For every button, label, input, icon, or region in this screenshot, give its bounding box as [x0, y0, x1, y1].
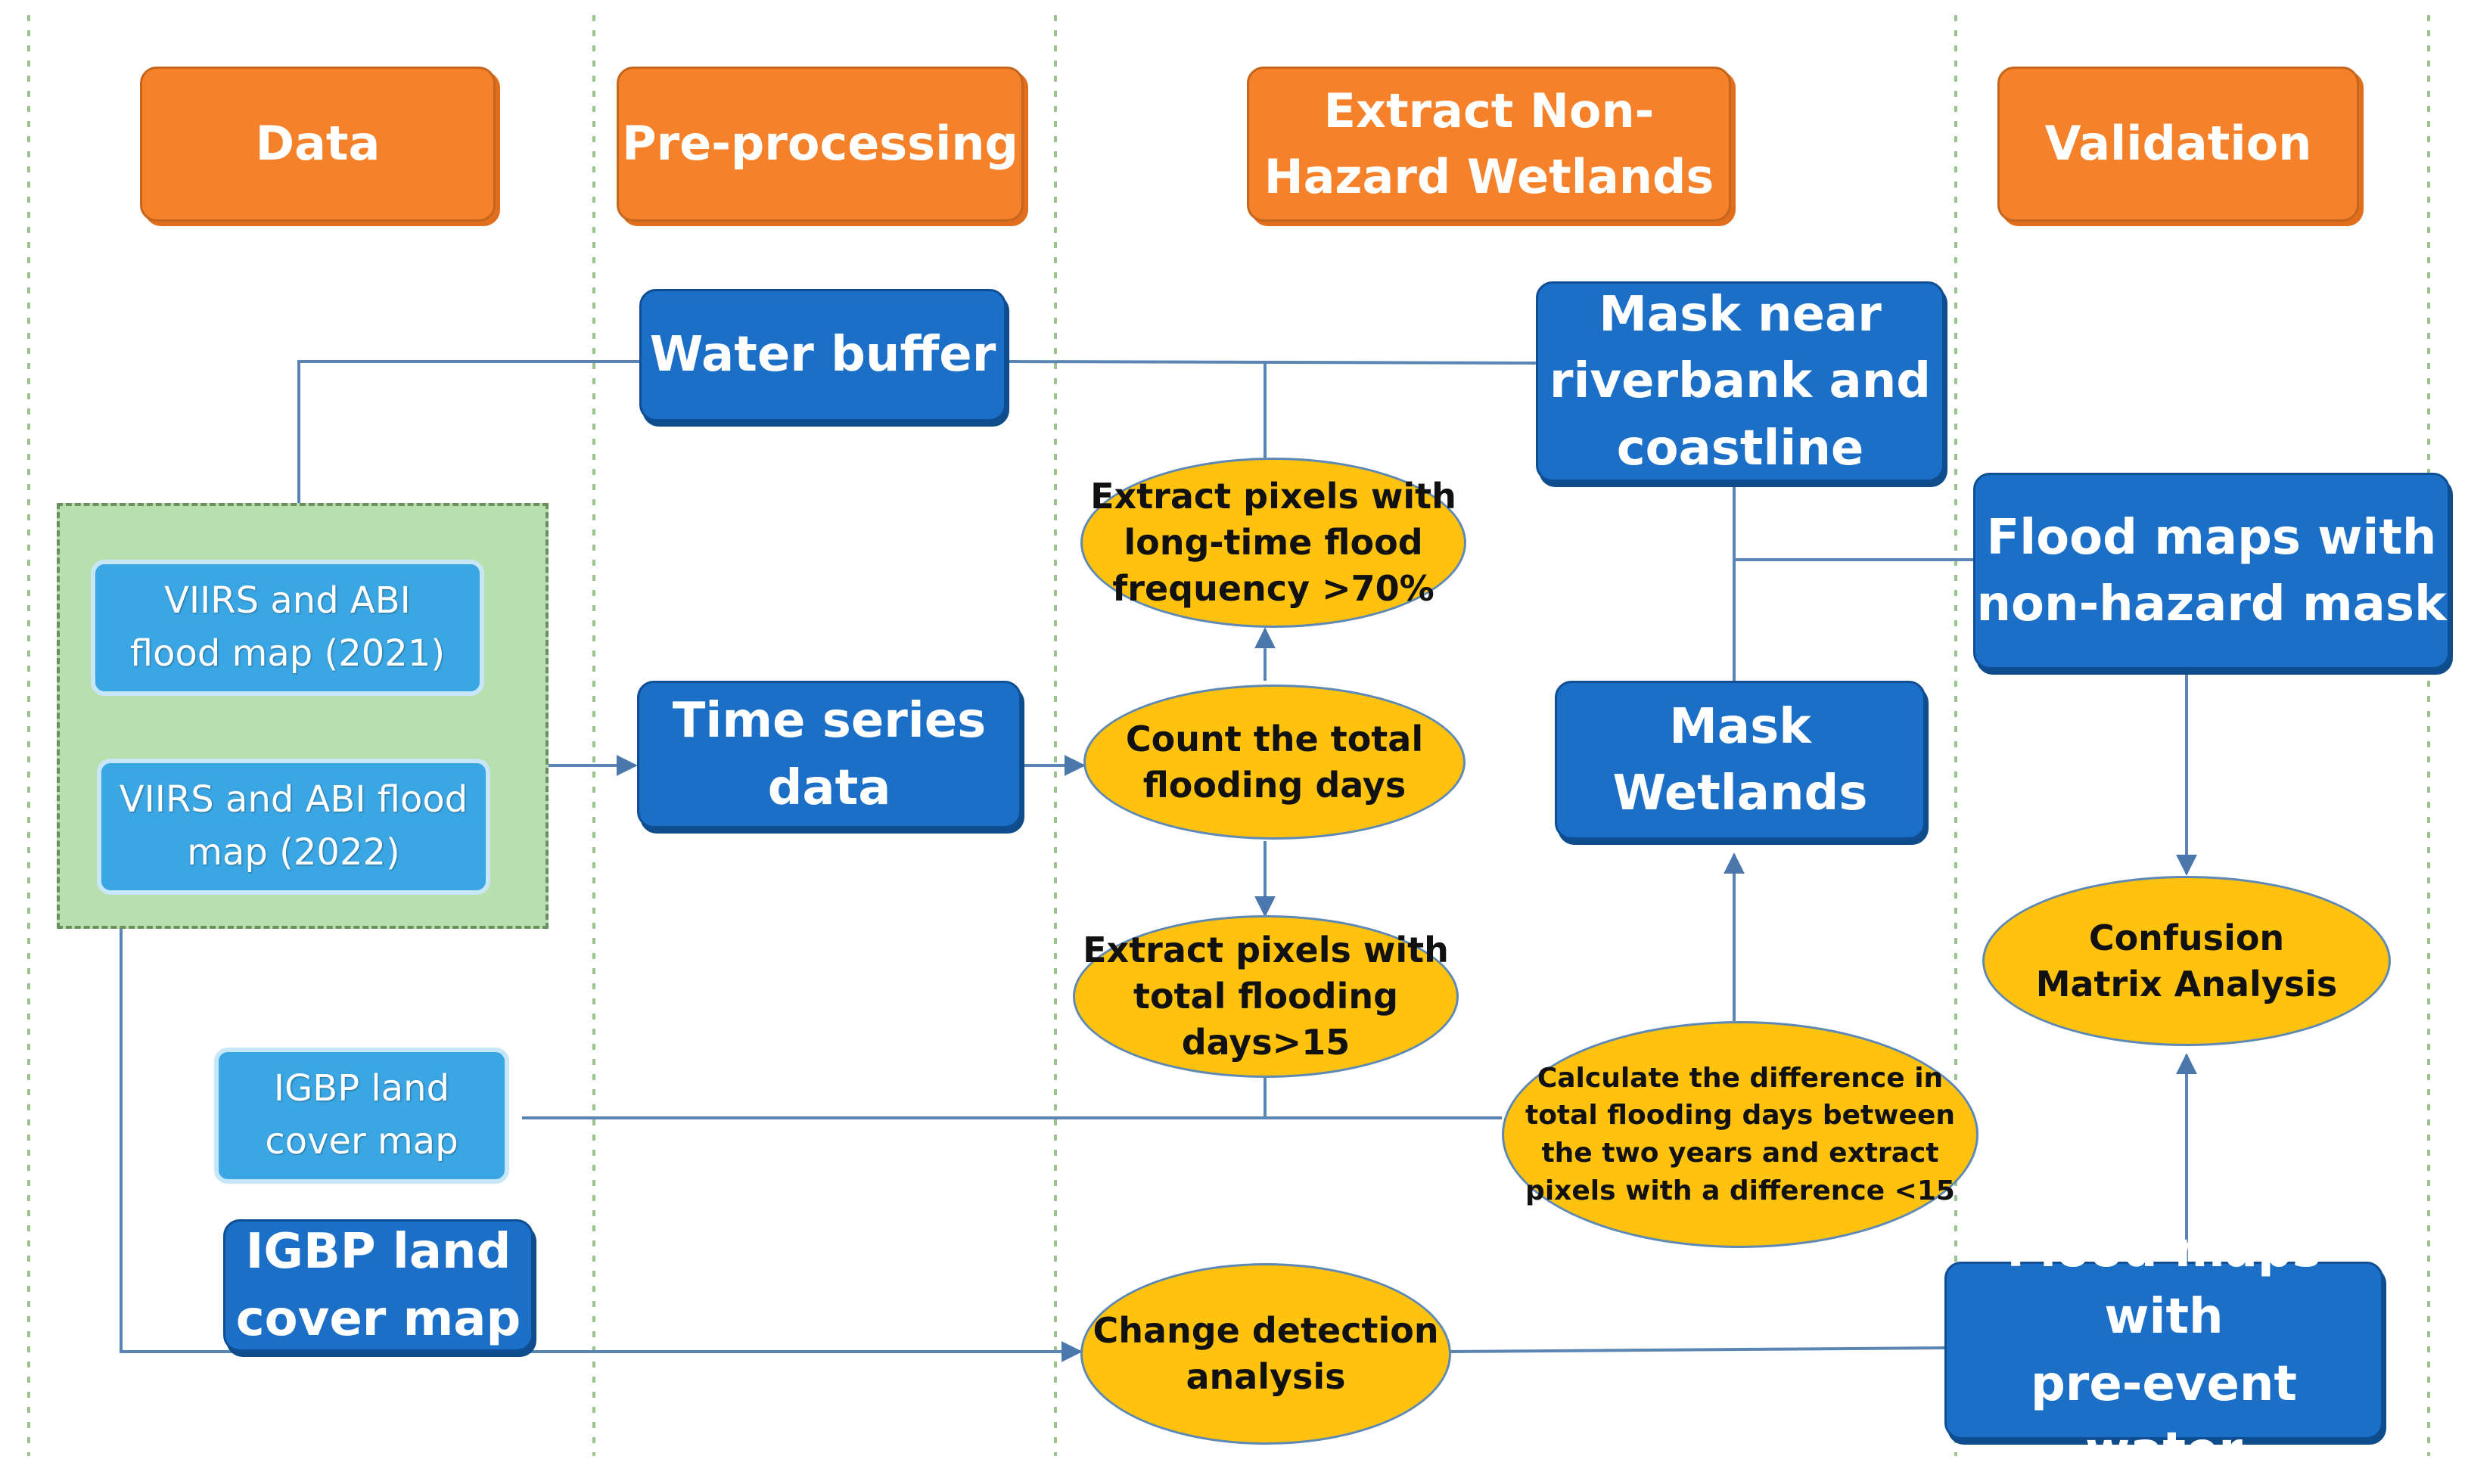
connectors	[120, 360, 2197, 1362]
connector-water-buffer-to-mask-riverbank	[1007, 360, 1537, 365]
mask-wetlands-box: Mask Wetlands	[1555, 681, 1926, 840]
flood-maps-pre-event-water-box: Flood maps with pre-event water	[1944, 1222, 2383, 1479]
flood-maps-non-hazard-mask-box: Flood maps with non-hazard mask	[1973, 473, 2450, 669]
time-series-data-box: Time series data	[637, 681, 1021, 828]
header-preprocessing: Pre-processing	[617, 67, 1024, 222]
confusion-matrix-analysis-ellipse: Confusion Matrix Analysis	[1982, 876, 2391, 1046]
connector-group-to-change-detection	[120, 929, 1083, 1362]
igbp-land-cover-map-light: IGBP land cover map	[214, 1048, 509, 1184]
extract-long-time-flood-ellipse: Extract pixels with long-time flood freq…	[1080, 458, 1466, 628]
calculate-difference-ellipse: Calculate the difference in total floodi…	[1502, 1021, 1978, 1248]
column-dividers	[27, 15, 2430, 1456]
igbp-land-cover-map: IGBP land cover map	[223, 1219, 533, 1352]
header-extract-non-hazard-wetlands: Extract Non- Hazard Wetlands	[1247, 67, 1731, 222]
mask-riverbank-coastline-box: Mask near riverbank and coastline	[1536, 281, 1944, 482]
viirs-abi-flood-map-2022: VIIRS and ABI flood map (2022)	[97, 759, 490, 895]
viirs-abi-flood-map-2021: VIIRS and ABI flood map (2021)	[91, 560, 484, 696]
connector-group-to-water-buffer	[297, 360, 639, 503]
extract-pixels-flooding-days-15-ellipse: Extract pixels with total flooding days>…	[1073, 915, 1459, 1078]
water-buffer-box: Water buffer	[639, 289, 1006, 421]
header-validation: Validation	[1997, 67, 2359, 222]
header-data: Data	[140, 67, 496, 222]
connector-change-detection-to-flood-preevent	[1448, 1346, 1945, 1353]
change-detection-analysis-ellipse: Change detection analysis	[1080, 1263, 1451, 1445]
count-total-flooding-days-ellipse: Count the total flooding days	[1083, 685, 1466, 840]
